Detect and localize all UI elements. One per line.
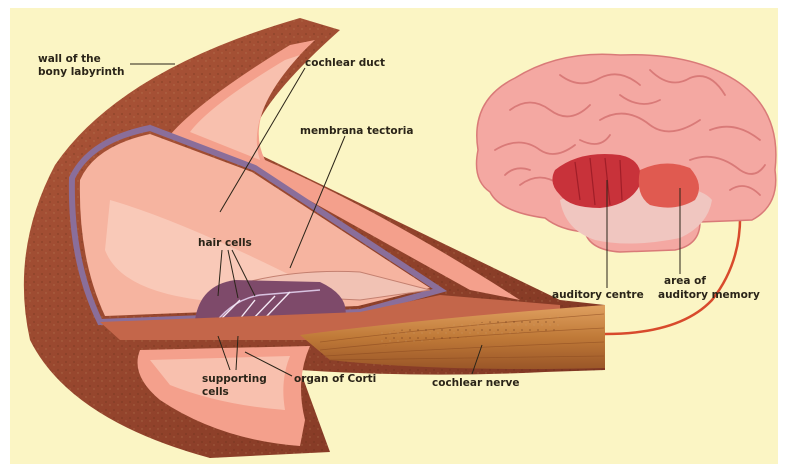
label-memory-line2: auditory memory <box>658 289 760 301</box>
label-supporting-line1: supporting <box>202 373 267 385</box>
label-organ-of-corti: organ of Corti <box>294 373 376 385</box>
label-cochlear-nerve: cochlear nerve <box>432 377 520 389</box>
label-hair-cells: hair cells <box>198 237 252 249</box>
label-memory-line1: area of <box>664 275 706 287</box>
label-wall-line1: wall of the <box>38 53 101 65</box>
label-wall-line2: bony labyrinth <box>38 66 125 78</box>
label-membrana-tectoria: membrana tectoria <box>300 125 413 137</box>
label-supporting-line2: cells <box>202 386 229 398</box>
auditory-memory-region <box>639 163 699 207</box>
label-auditory-centre: auditory centre <box>552 289 644 301</box>
label-cochlear-duct: cochlear duct <box>305 57 385 69</box>
